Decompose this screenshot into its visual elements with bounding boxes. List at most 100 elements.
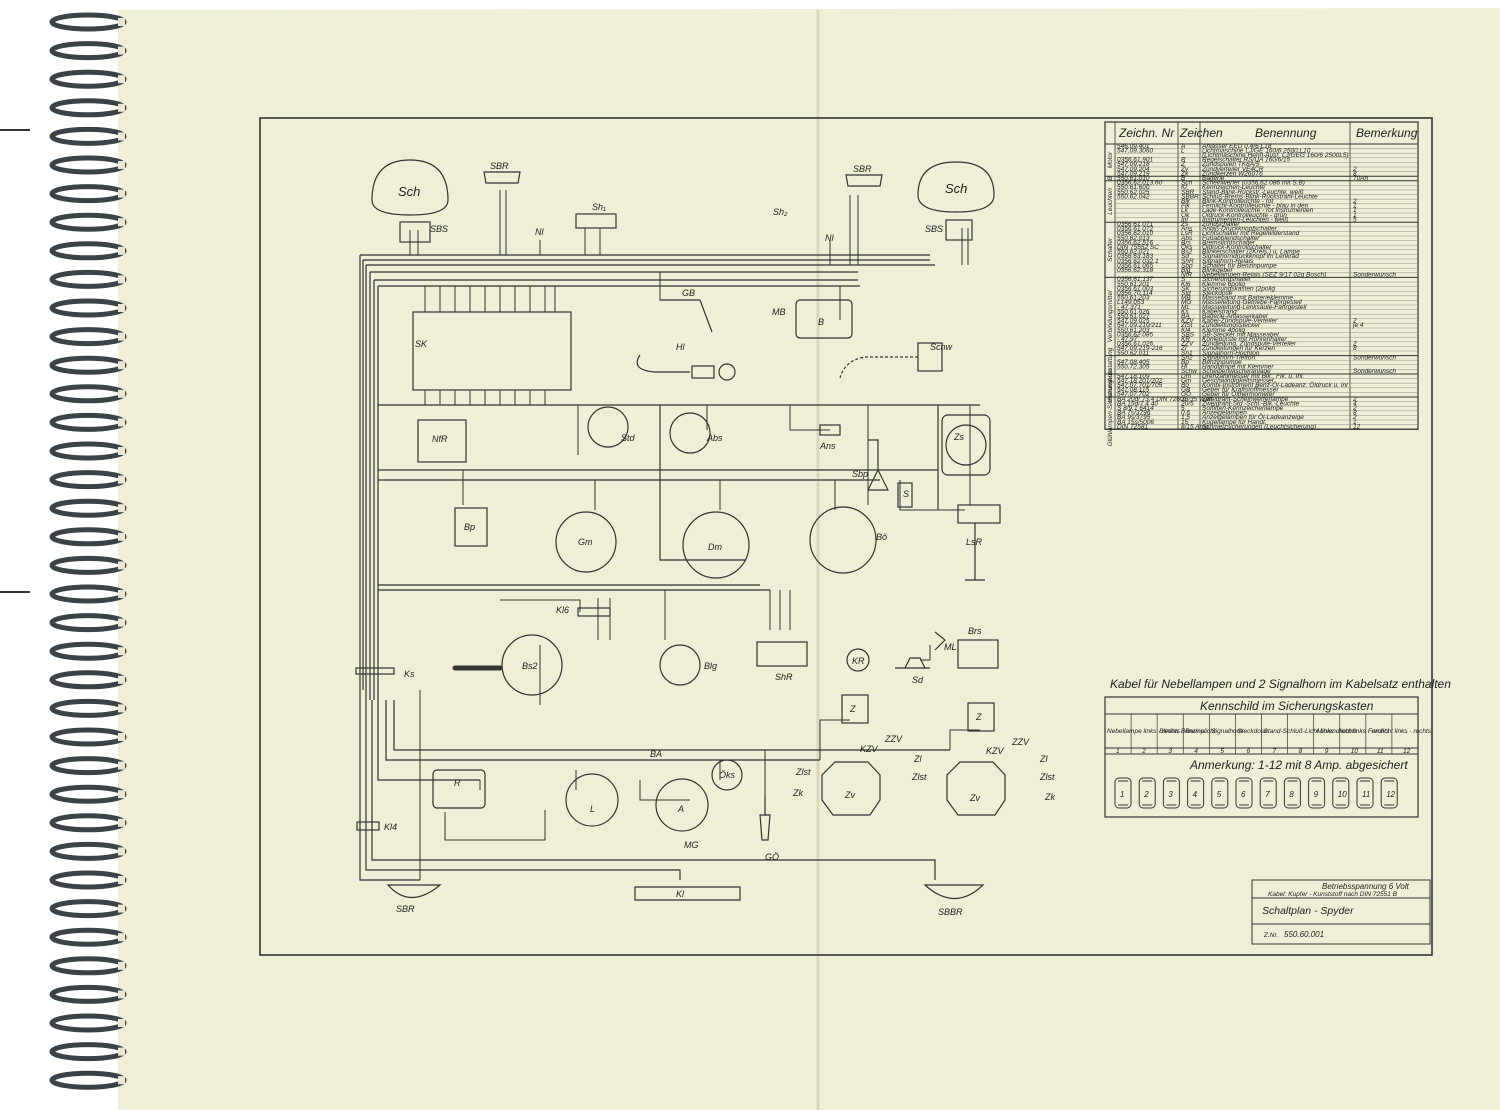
parts-cell: Signalhorn-Tiefton (1202, 354, 1255, 361)
parts-cell: Kl6 (1181, 281, 1191, 288)
parts-cell: SB-Stecker mit Masseabel (1202, 331, 1279, 338)
parts-cell: Fußabblendschalter (1202, 235, 1260, 242)
parts-cell: 2 (1352, 166, 1357, 173)
parts-cell: 0356.70.114 (1117, 290, 1153, 297)
parts-cell: Kabelstrang (1202, 308, 1237, 315)
parts-cell: Blinkerschalter (2Kreis.) u. Lampe (1202, 249, 1300, 256)
parts-cell: 547.07.701/705 (1117, 382, 1163, 389)
parts-cell: Blg (1181, 267, 1191, 274)
parts-cell: Fernlicht-Kontrolleuchte - blau in den (1202, 203, 1309, 210)
parts-cell: Masseleitung-Getriebe-Fahrgestell (1202, 299, 1302, 306)
horn-button-label: Sd (912, 675, 924, 685)
parts-group-label: Ausstattung (1107, 347, 1114, 383)
parts-cell: 1 (1353, 203, 1357, 210)
parts-cell: 550.62.021 (1117, 249, 1150, 256)
parts-cell: Geber für Kraftstoffmesser (1202, 387, 1279, 394)
starter-motor-icon (655, 778, 709, 832)
parts-group-label: Verbindungsmittel (1107, 290, 1114, 342)
punch-hole (118, 18, 125, 26)
socket-label: Std (621, 433, 636, 443)
combi-instrument-label: Bö (876, 532, 887, 542)
parts-cell: Nebellampen-Relais (SEZ 9/17 02g Bosch) (1202, 272, 1326, 279)
parts-cell: R (1181, 157, 1186, 164)
parts-cell: 550.61.010 (1117, 175, 1150, 182)
parts-cell: 550.61.026 (1117, 308, 1150, 315)
parts-cell: 1 (1353, 212, 1357, 219)
parts-cell: je 4 (1352, 322, 1364, 329)
punch-hole (118, 675, 125, 684)
parts-cell: Kombi-Instrument Benz-Öl-Ladeanz. Öldruc… (1202, 381, 1348, 389)
parts-cell: Öldruck-Kontrollschalter (1202, 243, 1272, 251)
parts-cell: 547.09.219-216 (1117, 345, 1163, 352)
horn-sh2-label: Sh₂ (773, 207, 788, 217)
tachometer-label: Dm (708, 542, 722, 552)
parts-cell: Klemme 4polig (1202, 327, 1245, 334)
punch-hole (118, 389, 125, 398)
headlamp-right-icon (917, 161, 995, 213)
parts-cell: Lichtschalter mit Regelwiderstand (1202, 230, 1300, 237)
punch-hole (118, 847, 125, 856)
dip-switch-label: Abs (706, 433, 723, 443)
sbr-right-icon (845, 174, 883, 187)
punch-hole (118, 218, 125, 227)
punch-hole (118, 790, 125, 799)
fuse-column-number: 4 (1194, 748, 1198, 755)
parts-cell: Kl (1181, 184, 1187, 191)
drawing-title: Schaltplan - Spyder (1262, 905, 1354, 917)
fuse-column-label: Signalhorn (1211, 728, 1242, 735)
fuel-sender-icon (660, 299, 713, 333)
parts-cell: Brs (1181, 239, 1192, 246)
wiper-label: Schw (930, 342, 953, 352)
parts-cell: DIN 75552 SC (1117, 244, 1159, 251)
parts-cell: L149.053 (1117, 299, 1144, 306)
parts-cell: Schw (1181, 368, 1198, 375)
parts-cell: Kl4 (1181, 327, 1191, 334)
parts-cell: GÖ (1181, 390, 1191, 398)
punch-hole (118, 561, 125, 570)
parts-cell: 8/15 Amp. (1181, 423, 1211, 430)
parts-cell: Zündleitungen für Kerzen (1201, 345, 1275, 352)
parts-cell: 8 (1353, 345, 1357, 352)
cable-spec-label: Kabel: Kupfer - Kunststoff nach DIN 7255… (1268, 891, 1398, 898)
drawing-number: 550.60.001 (1284, 930, 1324, 939)
fuse-icon (1332, 777, 1350, 809)
parts-cell: Signalhorn-Hochton (1202, 350, 1260, 357)
punch-hole (118, 332, 125, 341)
carbon-brush-label: KR (852, 656, 865, 666)
parts-cell: 4 (1353, 400, 1357, 407)
punch-hole (118, 647, 125, 656)
parts-cell: Anzeigelampen für Öl-Ladeanzeige (1201, 413, 1304, 421)
parts-cell: Benzinpumpe (1202, 359, 1242, 366)
parts-cell: Zv (1180, 166, 1189, 173)
fuse-column-number: 5 (1220, 748, 1224, 755)
parts-cell: Signalhorndruckknopf im Lenkrad (1202, 253, 1299, 260)
harness-clip-icon (355, 667, 395, 675)
brake-switch-label: Brs (968, 626, 982, 636)
punch-hole (118, 475, 125, 484)
flasher-icon (659, 644, 701, 686)
parts-cell: Zweidraht-Scheinwerferlampe (1201, 396, 1289, 403)
socket-icon (587, 406, 629, 448)
parts-cell: 0356.62.318 (1117, 267, 1154, 274)
parts-cell: Zl (1180, 345, 1187, 352)
fuse-column-number: 7 (1273, 748, 1277, 755)
distributor-right-label: Zv (969, 793, 980, 803)
fuse-column-number: 2 (1141, 748, 1146, 755)
starter-button-icon (819, 424, 841, 436)
fuse-box-icon (412, 311, 572, 391)
distributor-left-label: Zv (844, 790, 855, 800)
parts-cell: 8 (1353, 170, 1357, 177)
fuse-column-label: Bremslicht (1185, 728, 1217, 735)
fuse-icon (1283, 777, 1301, 809)
parts-cell: 547.18.109 (1117, 373, 1150, 380)
fuse-column-label: Blinker Benzinp. (1159, 728, 1206, 735)
parts-cell: SBBR (1181, 193, 1199, 200)
parts-cell: Sch (1181, 180, 1193, 187)
punch-hole (118, 704, 125, 713)
generator-label: L (590, 804, 595, 814)
horn-relay-icon (756, 641, 808, 667)
parts-cell: Ok (1181, 212, 1190, 219)
parts-group-label: Instrumente (1107, 368, 1114, 403)
parts-cell: Sd (1181, 253, 1189, 260)
parts-cell: Zs (1180, 221, 1189, 228)
